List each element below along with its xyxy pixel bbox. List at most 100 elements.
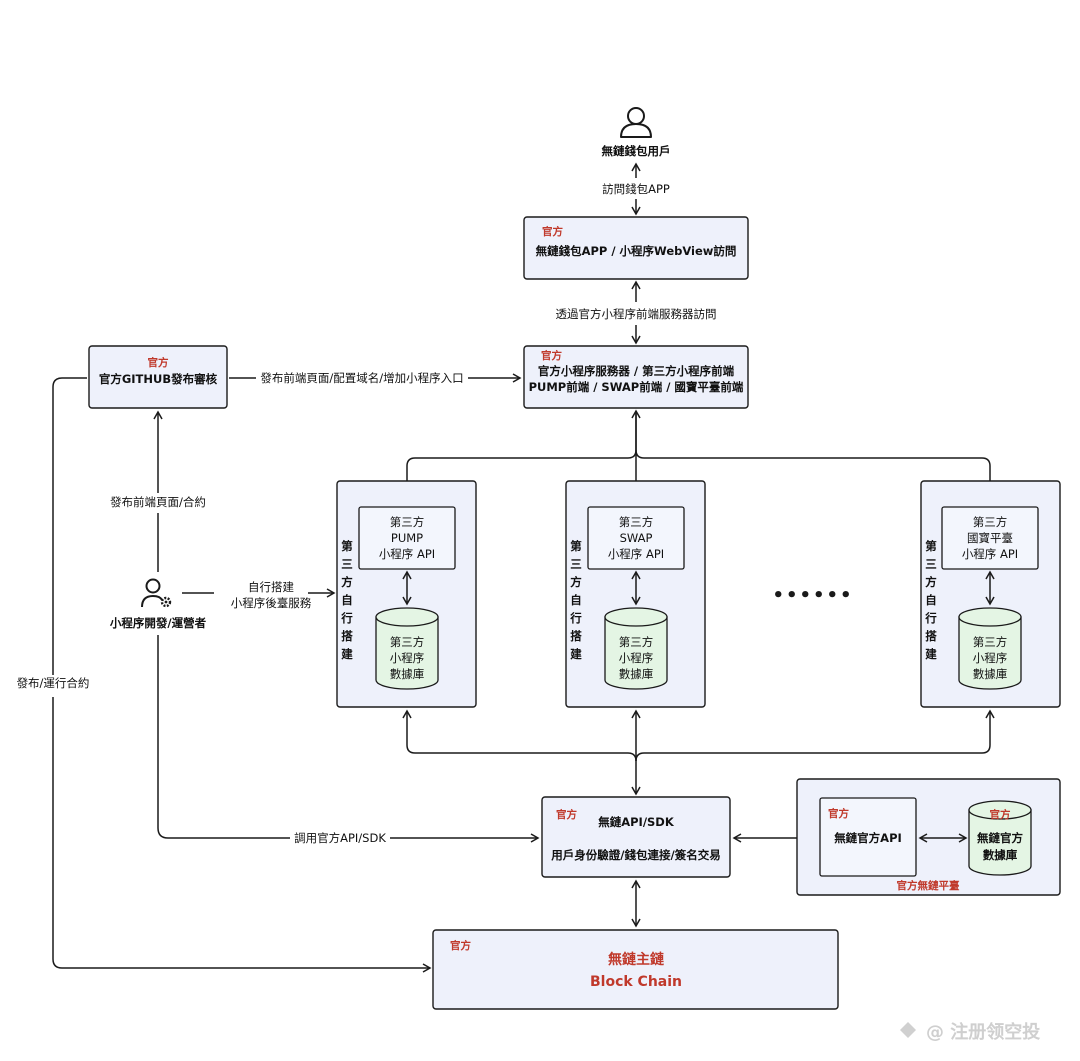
svg-text:行: 行 [340, 611, 353, 625]
official-tag: 官方 [450, 939, 471, 952]
svg-text:搭: 搭 [570, 629, 582, 643]
svg-text:三: 三 [570, 557, 582, 571]
third-party-vertical-label: 第 三 方 自 行 搭 建 [569, 539, 582, 661]
edge-label-call-sdk: 調用官方API/SDK [294, 831, 386, 845]
svg-text:搭: 搭 [341, 629, 353, 643]
frontend-server-line2: PUMP前端 / SWAP前端 / 國寶平臺前端 [529, 380, 744, 394]
official-platform-box: 官方 無鏈官方API 官方 無鏈官方 數據庫 官方無鏈平臺 [796, 778, 1061, 896]
svg-text:第: 第 [570, 539, 582, 553]
third-party-vertical-label: 第 三 方 自 行 搭 建 [924, 539, 937, 661]
user-icon [620, 107, 652, 138]
swap-db-cylinder: 第三方 小程序 數據庫 [604, 607, 668, 690]
svg-text:國寶平臺: 國寶平臺 [967, 531, 1013, 545]
svg-text:小程序 API: 小程序 API [608, 547, 664, 561]
third-party-block-guobao: 第 三 方 自 行 搭 建 第三方 國寶平臺 小程序 API 第三方 小程序 數… [920, 480, 1061, 708]
ellipsis: •••••• [772, 585, 853, 606]
github-label: 官方GITHUB發布審核 [99, 372, 218, 386]
svg-text:方: 方 [341, 575, 353, 589]
svg-text:方: 方 [925, 575, 937, 589]
guobao-db-cylinder: 第三方 小程序 數據庫 [958, 607, 1022, 690]
svg-text:三: 三 [925, 557, 937, 571]
svg-text:第三方: 第三方 [390, 515, 425, 529]
third-party-block-pump: 第 三 方 自 行 搭 建 第三方 PUMP 小程序 API 第三方 小程序 數… [336, 480, 477, 708]
svg-text:小程序 API: 小程序 API [379, 547, 435, 561]
official-db-line1: 無鏈官方 [977, 831, 1023, 845]
official-tag: 官方 [542, 225, 563, 238]
svg-text:第: 第 [925, 539, 937, 553]
svg-text:數據庫: 數據庫 [390, 667, 425, 681]
official-tag: 官方 [148, 356, 169, 369]
wallet-app-box: 官方 無鏈錢包APP / 小程序WebView訪問 [523, 216, 749, 280]
edge-label-publish-contract: 發布前端頁面/合約 [110, 495, 206, 509]
guobao-api-box: 第三方 國寶平臺 小程序 API [941, 506, 1039, 570]
official-api-label: 無鏈官方API [834, 831, 902, 845]
arrow-pump-db-to-sdk [402, 709, 637, 762]
arrow-to-guobao-api [635, 449, 995, 505]
svg-text:小程序: 小程序 [390, 651, 425, 665]
frontend-server-line1: 官方小程序服務器 / 第三方小程序前端 [538, 364, 735, 378]
edge-label-self-build-2: 小程序後臺服務 [231, 596, 312, 610]
frontend-server-box: 官方 官方小程序服務器 / 第三方小程序前端 PUMP前端 / SWAP前端 /… [523, 345, 749, 409]
line-github-left [52, 377, 87, 675]
svg-text:小程序 API: 小程序 API [962, 547, 1018, 561]
edge-label-via-server: 透過官方小程序前端服務器訪問 [556, 307, 717, 321]
svg-text:行: 行 [569, 611, 582, 625]
edge-label-self-build-1: 自行搭建 [248, 580, 294, 594]
svg-text:建: 建 [925, 647, 937, 661]
official-tag: 官方 [556, 808, 577, 821]
svg-text:方: 方 [570, 575, 582, 589]
svg-text:自: 自 [570, 593, 582, 607]
blockchain-line1: 無鏈主鏈 [608, 951, 664, 968]
svg-text:行: 行 [924, 611, 937, 625]
blockchain-box: 官方 無鏈主鏈 Block Chain [432, 929, 839, 1010]
svg-text:自: 自 [925, 593, 937, 607]
official-tag: 官方 [541, 349, 562, 362]
official-tag: 官方 [990, 808, 1011, 821]
third-party-block-swap: 第 三 方 自 行 搭 建 第三方 SWAP 小程序 API 第三方 小程序 數… [565, 480, 706, 708]
third-party-vertical-label: 第 三 方 自 行 搭 建 [340, 539, 353, 661]
svg-text:第三方: 第三方 [390, 635, 425, 649]
sdk-box: 官方 無鏈API/SDK 用戶身份驗證/錢包連接/簽名交易 [541, 796, 731, 878]
developer-gear-icon [141, 578, 172, 608]
official-db-cylinder: 官方 無鏈官方 數據庫 [968, 800, 1032, 876]
official-platform-caption: 官方無鏈平臺 [897, 879, 960, 892]
svg-text:建: 建 [570, 647, 582, 661]
svg-text:數據庫: 數據庫 [973, 667, 1008, 681]
svg-text:搭: 搭 [925, 629, 937, 643]
svg-text:SWAP: SWAP [620, 531, 653, 545]
pump-api-box: 第三方 PUMP 小程序 API [358, 506, 456, 570]
svg-text:第: 第 [341, 539, 353, 553]
arrow-guobao-db-to-sdk [635, 709, 995, 762]
official-api-box: 官方 無鏈官方API [819, 797, 917, 877]
svg-text:小程序: 小程序 [973, 651, 1008, 665]
sdk-line2: 用戶身份驗證/錢包連接/簽名交易 [550, 848, 720, 862]
watermark-text: @ 注册领空投 [926, 1021, 1040, 1043]
pump-db-cylinder: 第三方 小程序 數據庫 [375, 607, 439, 690]
edge-label-visit-app: 訪問錢包APP [602, 182, 670, 196]
svg-text:小程序: 小程序 [619, 651, 654, 665]
official-tag: 官方 [828, 807, 849, 820]
svg-text:第三方: 第三方 [973, 515, 1008, 529]
swap-api-box: 第三方 SWAP 小程序 API [587, 506, 685, 570]
line-developer-down [157, 635, 290, 839]
watermark: @ 注册领空投 [900, 1021, 1040, 1043]
svg-text:第三方: 第三方 [619, 635, 654, 649]
sdk-line1: 無鏈API/SDK [598, 815, 675, 829]
edge-label-deploy-contract: 發布/運行合約 [17, 676, 90, 690]
svg-text:第三方: 第三方 [619, 515, 654, 529]
official-db-line2: 數據庫 [983, 848, 1018, 862]
arrow-to-blockchain-from-github [52, 697, 432, 973]
svg-text:PUMP: PUMP [391, 531, 423, 545]
svg-text:第三方: 第三方 [973, 635, 1008, 649]
github-review-box: 官方 官方GITHUB發布審核 [88, 345, 228, 409]
svg-text:建: 建 [341, 647, 353, 661]
user-label: 無鏈錢包用戶 [602, 144, 671, 158]
svg-text:自: 自 [341, 593, 353, 607]
wallet-app-label: 無鏈錢包APP / 小程序WebView訪問 [536, 244, 737, 258]
blockchain-line2: Block Chain [590, 974, 682, 990]
svg-text:數據庫: 數據庫 [619, 667, 654, 681]
svg-text:三: 三 [341, 557, 353, 571]
edge-label-publish-github: 發布前端頁面/配置域名/增加小程序入口 [260, 371, 463, 385]
developer-label: 小程序開發/運營者 [109, 616, 207, 630]
